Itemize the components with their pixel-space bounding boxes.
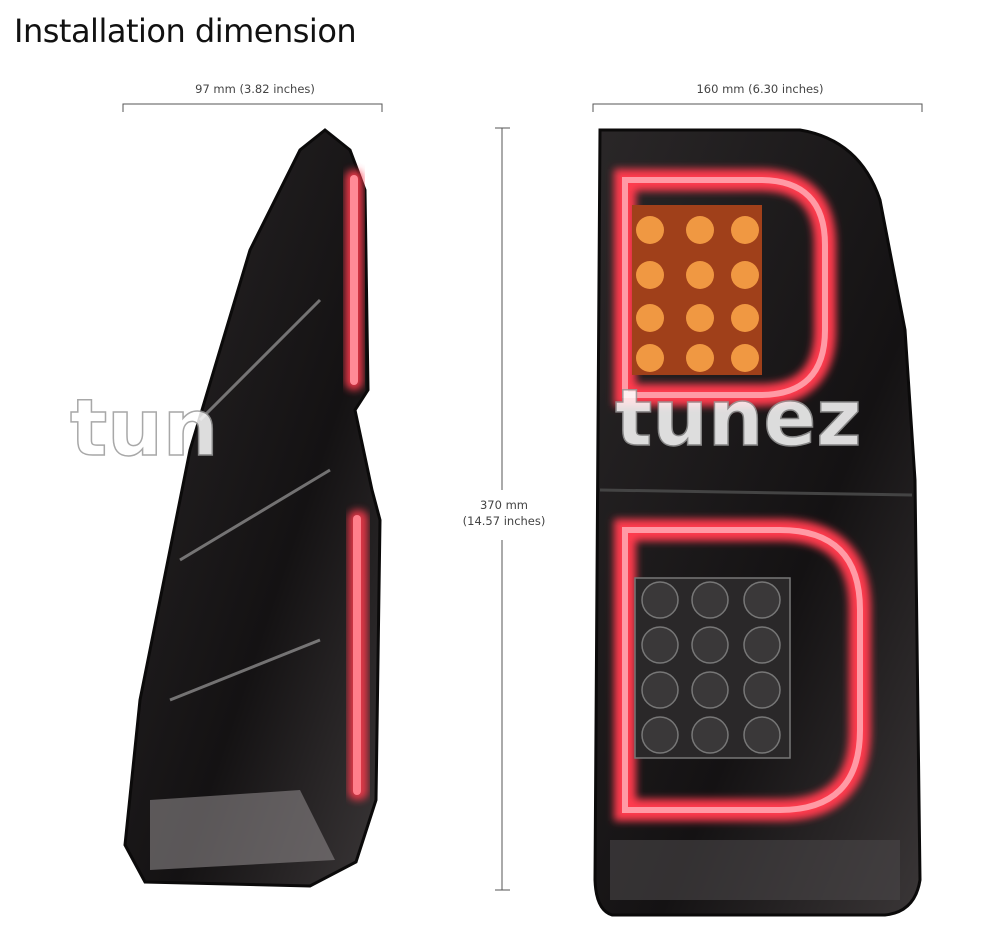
front-width-line [592, 103, 923, 112]
front-view-lamp [593, 128, 922, 917]
svg-text:tunez: tunez [615, 374, 862, 464]
amber-led-grid [632, 205, 762, 375]
height-line [495, 127, 510, 891]
height-label: 370 mm (14.57 inches) [452, 497, 556, 529]
page-title: Installation dimension [14, 12, 357, 50]
height-inches: (14.57 inches) [462, 514, 546, 528]
dimension-lines [122, 103, 923, 891]
front-width-label: 160 mm (6.30 inches) [696, 82, 824, 96]
reverse-led-grid [634, 577, 791, 759]
side-width-line [122, 103, 383, 112]
watermark-logo: tun tunez [69, 373, 862, 475]
svg-text:tun: tun [70, 384, 218, 474]
side-view-lamp [123, 128, 382, 888]
side-width-label: 97 mm (3.82 inches) [195, 82, 315, 96]
height-mm: 370 mm [479, 498, 528, 512]
divider [599, 488, 913, 497]
